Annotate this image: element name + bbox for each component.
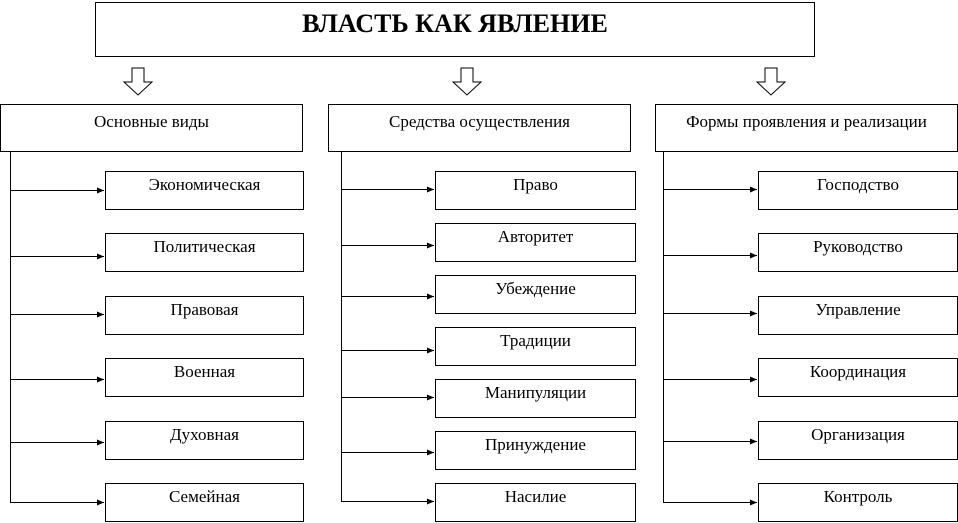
item-authority: Авторитет (435, 223, 636, 262)
item-domination: Господство (758, 171, 958, 210)
item-political: Политическая (105, 233, 304, 272)
category-means: Средства осуществления (328, 104, 631, 152)
item-organization: Организация (758, 421, 958, 460)
diagram-title: ВЛАСТЬ КАК ЯВЛЕНИЕ (95, 2, 815, 57)
item-spiritual: Духовная (105, 421, 304, 460)
item-leadership: Руководство (758, 233, 958, 272)
down-arrow-icon (122, 67, 154, 96)
item-violence: Насилие (435, 483, 636, 522)
item-management: Управление (758, 296, 958, 335)
item-control: Контроль (758, 483, 958, 522)
item-family: Семейная (105, 483, 304, 522)
down-arrow-icon (451, 67, 483, 96)
down-arrow-icon (755, 67, 787, 96)
item-coercion: Принуждение (435, 431, 636, 470)
item-economic: Экономическая (105, 171, 304, 210)
item-legal: Правовая (105, 296, 304, 335)
item-military: Военная (105, 358, 304, 397)
category-basic-types: Основные виды (0, 104, 303, 152)
item-law: Право (435, 171, 636, 210)
item-persuasion: Убеждение (435, 275, 636, 314)
item-manipulations: Манипуляции (435, 379, 636, 418)
item-traditions: Традиции (435, 327, 636, 366)
item-coordination: Координация (758, 358, 958, 397)
